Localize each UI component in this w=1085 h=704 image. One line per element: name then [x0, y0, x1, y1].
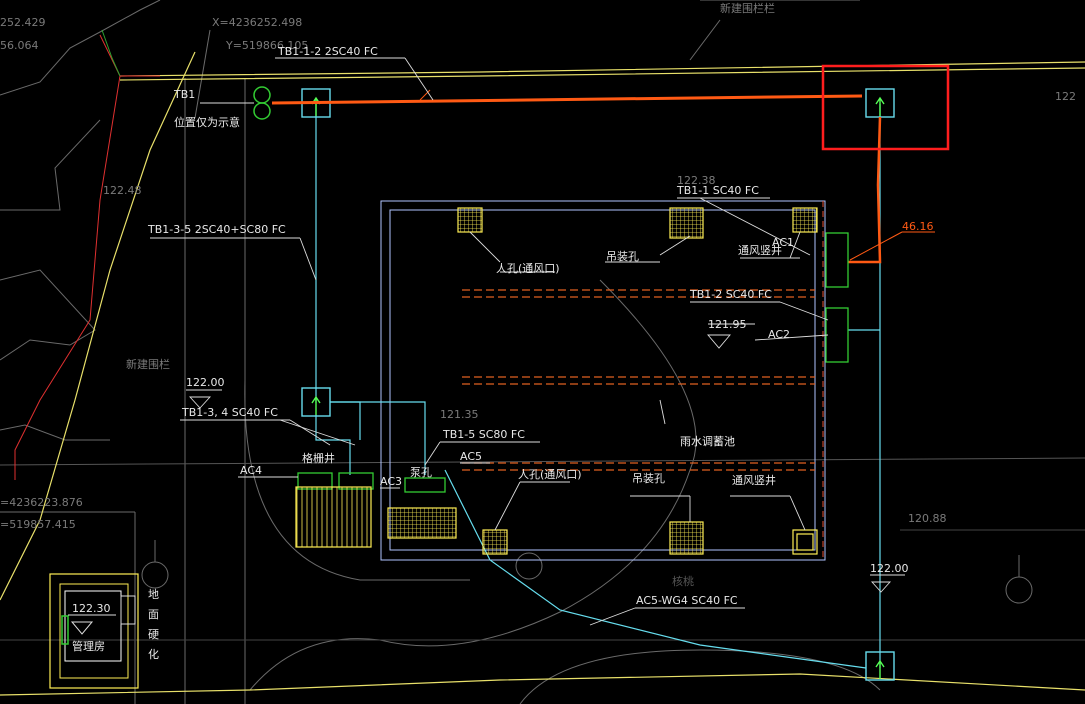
leader-lines — [150, 57, 905, 626]
panel-ac2 — [825, 307, 849, 363]
note-vent-top: 通风竖井 — [738, 243, 782, 257]
note-manhole-bottom: 人孔(通风口) — [518, 468, 582, 481]
office-label: 管理房 — [72, 639, 105, 653]
coord-x-top: X=4236252.498 — [212, 16, 302, 29]
elev-121-95: 121.95 — [708, 318, 747, 331]
elev-122-right: 122 — [1055, 90, 1076, 103]
panel-labels: AC1 AC2 AC3 AC4 AC5 — [240, 236, 794, 488]
note-hoist-top: 吊装孔 — [606, 250, 639, 263]
red-tag-label: 46.16 — [902, 220, 934, 233]
note-pump-hole: 泵孔 — [410, 466, 432, 479]
note-labels: 人孔(通风口) 吊装孔 通风竖井 人孔(通风口) 吊装孔 通风竖井 格栅井 泵孔 — [302, 243, 782, 487]
elev-120-88: 120.88 — [908, 512, 947, 525]
coordinate-labels: X=4236252.498 Y=519866.105 252.429 56.06… — [0, 16, 308, 531]
note-vent-bottom: 通风竖井 — [732, 473, 776, 487]
cable-tb1-3-5: TB1-3-5 2SC40+SC80 FC — [147, 223, 286, 236]
elev-122-00-left: 122.00 — [186, 376, 225, 389]
ground-hard-label: 地 面 硬 化 — [148, 588, 159, 661]
tree-label: 核桃 — [672, 574, 694, 588]
hatch-openings — [295, 207, 818, 555]
cable-tb1-1-2: TB1-1-2 2SC40 FC — [277, 45, 378, 58]
note-manhole-top: 人孔(通风口) — [496, 262, 560, 275]
tb1-label: TB1 — [173, 88, 195, 101]
label-ac4: AC4 — [240, 464, 262, 477]
coord-left-2: 56.064 — [0, 39, 39, 52]
fence-new-left-label: 新建围栏 — [126, 357, 170, 371]
conduit-lines — [315, 104, 881, 669]
cable-tb1-1: TB1-1 SC40 FC — [676, 184, 759, 197]
svg-text:面: 面 — [148, 608, 159, 621]
cable-labels: TB1-1-2 2SC40 FC TB1-3-5 2SC40+SC80 FC T… — [147, 45, 772, 607]
elev-121-35: 121.35 — [440, 408, 479, 421]
svg-text:硬: 硬 — [148, 628, 159, 641]
green-fence — [101, 29, 121, 77]
elev-122-48: 122.48 — [103, 184, 142, 197]
elevation-labels: 122.48 122.38 121.95 122.00 121.35 120.8… — [72, 90, 1076, 615]
cable-route — [271, 64, 950, 264]
label-ac2: AC2 — [768, 328, 790, 341]
note-hoist-bottom: 吊装孔 — [632, 472, 665, 485]
elev-122-38: 122.38 — [677, 174, 716, 187]
cable-ac5-wg4: AC5-WG4 SC40 FC — [636, 594, 738, 607]
highlight-box — [821, 64, 950, 151]
cable-tb1-2: TB1-2 SC40 FC — [689, 288, 772, 301]
coord-left-4: =519857.415 — [0, 518, 76, 531]
label-ac5: AC5 — [460, 450, 482, 463]
coord-left-3: =4236223.876 — [0, 496, 83, 509]
svg-text:化: 化 — [148, 647, 159, 661]
management-building — [49, 573, 139, 689]
rainwater-tank — [380, 200, 826, 561]
property-line — [14, 34, 160, 480]
svg-text:地: 地 — [148, 588, 159, 601]
tb1-note: 位置仅为示意 — [174, 115, 240, 129]
label-ac1: AC1 — [772, 236, 794, 249]
coord-left-1: 252.429 — [0, 16, 46, 29]
fence-new-top-label: 新建围栏栏 — [720, 1, 775, 15]
elev-122-30: 122.30 — [72, 602, 111, 615]
note-well-valve: 格栅井 — [302, 451, 335, 465]
label-ac3: AC3 — [380, 475, 402, 488]
tank-name: 雨水调蓄池 — [680, 435, 735, 448]
cable-tb1-3-4: TB1-3, 4 SC40 FC — [181, 406, 278, 419]
coord-y-top: Y=519866.105 — [225, 39, 308, 52]
transformer-tb1 — [200, 86, 271, 120]
elev-122-00-bottom: 122.00 — [870, 562, 909, 575]
panel-ac1 — [825, 232, 849, 288]
cable-tb1-5: TB1-5 SC80 FC — [442, 428, 525, 441]
